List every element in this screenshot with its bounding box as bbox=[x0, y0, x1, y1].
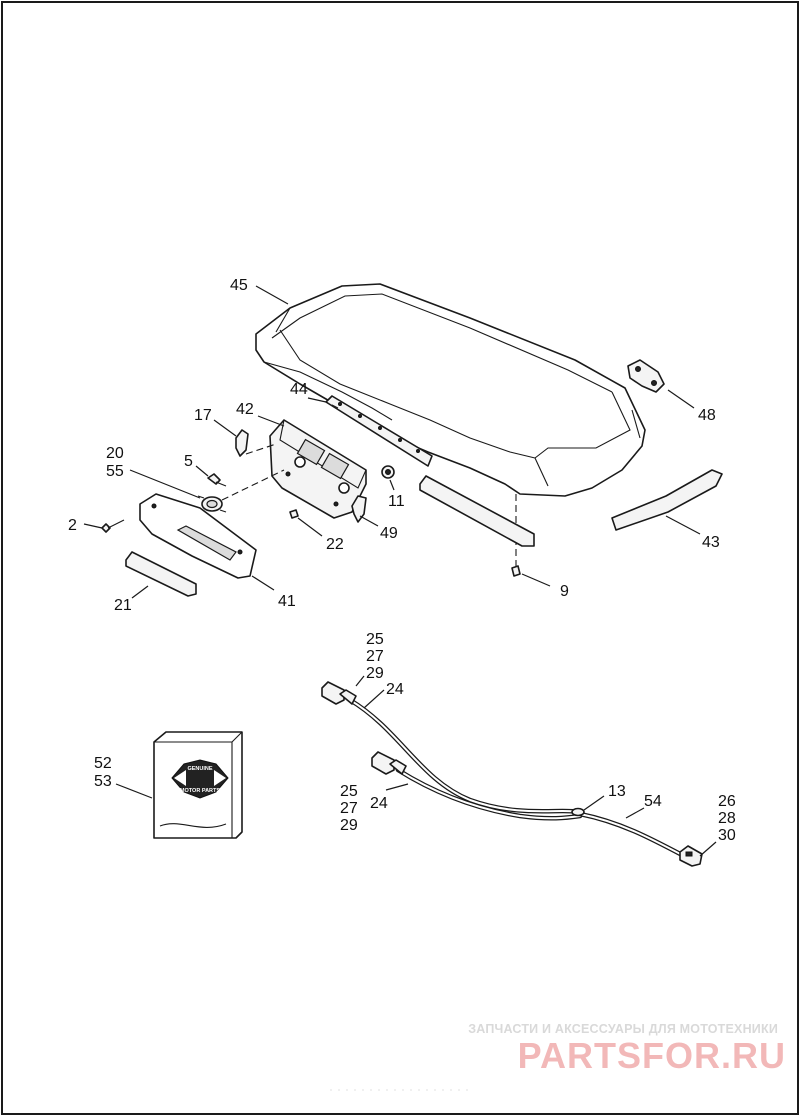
screw-5[interactable] bbox=[207, 473, 227, 487]
watermark-tagline: ЗАПЧАСТИ И АКСЕССУАРЫ ДЛЯ МОТОТЕХНИКИ bbox=[468, 1022, 778, 1036]
brand-top-text: GENUINE bbox=[187, 766, 212, 772]
callout-43: 43 bbox=[702, 534, 720, 551]
align-line-d bbox=[325, 401, 339, 409]
leader-17 bbox=[213, 419, 237, 437]
callout-54: 54 bbox=[644, 793, 662, 810]
callout-29a: 29 bbox=[366, 665, 384, 682]
leader-54 bbox=[625, 807, 645, 819]
leader-44 bbox=[307, 397, 327, 403]
latch-17[interactable] bbox=[235, 429, 249, 457]
brand-wing-r bbox=[214, 770, 226, 786]
leader-41 bbox=[251, 575, 275, 591]
leader-5 bbox=[195, 465, 209, 477]
callout-20: 20 bbox=[106, 445, 124, 462]
callout-5: 5 bbox=[184, 453, 193, 470]
callout-52: 52 bbox=[94, 755, 112, 772]
screw-9[interactable] bbox=[511, 565, 521, 577]
splice-13[interactable] bbox=[571, 807, 585, 817]
wiring-harness[interactable] bbox=[347, 697, 687, 859]
callout-25b: 25 bbox=[340, 783, 358, 800]
callout-44: 44 bbox=[290, 381, 308, 398]
align-line-b bbox=[245, 443, 277, 455]
callout-22: 22 bbox=[326, 536, 344, 553]
callout-27b: 27 bbox=[340, 800, 358, 817]
leader-13 bbox=[583, 795, 605, 811]
callout-45: 45 bbox=[230, 277, 248, 294]
callout-49: 49 bbox=[380, 525, 398, 542]
latch-49[interactable] bbox=[351, 495, 367, 523]
leader-26 bbox=[699, 841, 717, 857]
align-line-a bbox=[221, 469, 285, 501]
leader-2 bbox=[83, 523, 103, 529]
callout-9: 9 bbox=[560, 583, 569, 600]
callout-26: 26 bbox=[718, 793, 736, 810]
leader-49 bbox=[359, 515, 379, 527]
callout-55: 55 bbox=[106, 463, 124, 480]
latch-plate-42[interactable] bbox=[269, 419, 367, 519]
leader-42 bbox=[257, 415, 285, 427]
connector-upper[interactable] bbox=[321, 681, 357, 705]
leader-9 bbox=[521, 573, 551, 587]
nut-11[interactable] bbox=[381, 465, 395, 479]
callout-11: 11 bbox=[388, 493, 405, 510]
callout-29b: 29 bbox=[340, 817, 358, 834]
leader-43 bbox=[665, 515, 701, 535]
callout-24b: 24 bbox=[370, 795, 388, 812]
callout-27a: 27 bbox=[366, 648, 384, 665]
leader-52 bbox=[115, 783, 153, 799]
callout-30: 30 bbox=[718, 827, 736, 844]
callout-28: 28 bbox=[718, 810, 736, 827]
leader-11 bbox=[389, 479, 395, 491]
callout-53: 53 bbox=[94, 773, 112, 790]
callout-48: 48 bbox=[698, 407, 716, 424]
connector-lower[interactable] bbox=[371, 751, 407, 775]
leader-24a bbox=[363, 689, 385, 709]
leader-21 bbox=[131, 585, 149, 599]
bracket-48[interactable] bbox=[627, 359, 665, 393]
trim-strip-43[interactable] bbox=[611, 469, 723, 531]
leader-45 bbox=[255, 285, 289, 305]
callout-25a: 25 bbox=[366, 631, 384, 648]
trim-strip-21[interactable] bbox=[125, 551, 197, 597]
leader-24b bbox=[385, 783, 409, 791]
brand-emblem bbox=[171, 759, 229, 799]
callout-2: 2 bbox=[68, 517, 77, 534]
trim-bar[interactable] bbox=[419, 475, 535, 547]
callout-13: 13 bbox=[608, 783, 626, 800]
callout-17: 17 bbox=[194, 407, 212, 424]
gasket-44[interactable] bbox=[325, 395, 433, 467]
connector-end[interactable] bbox=[679, 845, 703, 867]
leader-22 bbox=[297, 517, 323, 537]
brand-wing-l bbox=[174, 770, 186, 786]
callout-21: 21 bbox=[114, 597, 132, 614]
latch-handle-41[interactable] bbox=[139, 493, 257, 579]
leader-20 bbox=[129, 469, 201, 499]
screw-22[interactable] bbox=[289, 509, 299, 519]
lock-cylinder-20-55[interactable] bbox=[197, 495, 227, 513]
callout-42: 42 bbox=[236, 401, 254, 418]
callout-24a: 24 bbox=[386, 681, 404, 698]
watermark-site: PARTSFOR.RU bbox=[518, 1035, 786, 1076]
instruction-package-52-53[interactable]: GENUINE MOTOR PARTS bbox=[153, 731, 243, 839]
leader-29a bbox=[355, 675, 365, 687]
brand-bottom-text: MOTOR PARTS bbox=[180, 788, 220, 794]
lid-45[interactable] bbox=[255, 283, 646, 497]
screw-2[interactable] bbox=[101, 519, 125, 533]
callout-41: 41 bbox=[278, 593, 296, 610]
leader-48 bbox=[667, 389, 695, 409]
